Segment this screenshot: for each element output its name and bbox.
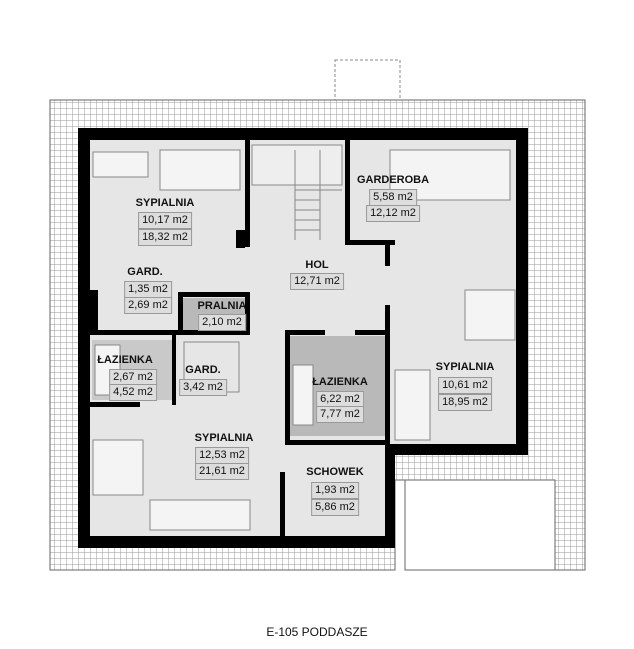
room-gross-area: 18,95 m2 <box>438 394 492 411</box>
room-name: SYPIALNIA <box>135 197 195 209</box>
room-net-area: 12,71 m2 <box>290 273 344 290</box>
room-gross-area: 7,77 m2 <box>316 406 364 423</box>
room-name: SYPIALNIA <box>194 432 254 444</box>
room-gross-area: 21,61 m2 <box>195 463 249 480</box>
room-name: SCHOWEK <box>306 466 364 478</box>
room-net-area: 2,67 m2 <box>109 369 157 386</box>
room-name: GARD. <box>185 364 221 376</box>
room-net-area: 3,42 m2 <box>179 379 227 396</box>
room-name: HOL <box>305 259 329 271</box>
room-name: ŁAZIENKA <box>97 354 153 366</box>
room-net-area: 12,53 m2 <box>195 447 249 464</box>
room-gross-area: 4,52 m2 <box>109 384 157 401</box>
room-gross-area: 5,86 m2 <box>311 499 359 516</box>
room-name: PRALNIA <box>197 300 247 312</box>
room-gross-area: 12,12 m2 <box>366 205 420 222</box>
skylight-outline <box>334 59 401 127</box>
room-net-area: 2,10 m2 <box>198 314 246 331</box>
room-net-area: 5,58 m2 <box>369 189 417 206</box>
room-name: SYPIALNIA <box>435 361 495 373</box>
room-name: GARDEROBA <box>356 174 430 186</box>
room-name: GARD. <box>127 266 163 278</box>
room-net-area: 1,35 m2 <box>124 281 172 298</box>
room-net-area: 10,61 m2 <box>438 377 492 394</box>
room-gross-area: 18,32 m2 <box>138 229 192 246</box>
room-net-area: 10,17 m2 <box>138 212 192 229</box>
interior-walls <box>90 140 395 537</box>
plan-title: E-105 PODDASZE <box>266 625 368 639</box>
room-gross-area: 2,69 m2 <box>124 297 172 314</box>
stairs <box>251 144 343 240</box>
roof-cutout <box>404 479 556 571</box>
room-name: ŁAZIENKA <box>312 376 368 388</box>
room-net-area: 1,93 m2 <box>311 482 359 499</box>
